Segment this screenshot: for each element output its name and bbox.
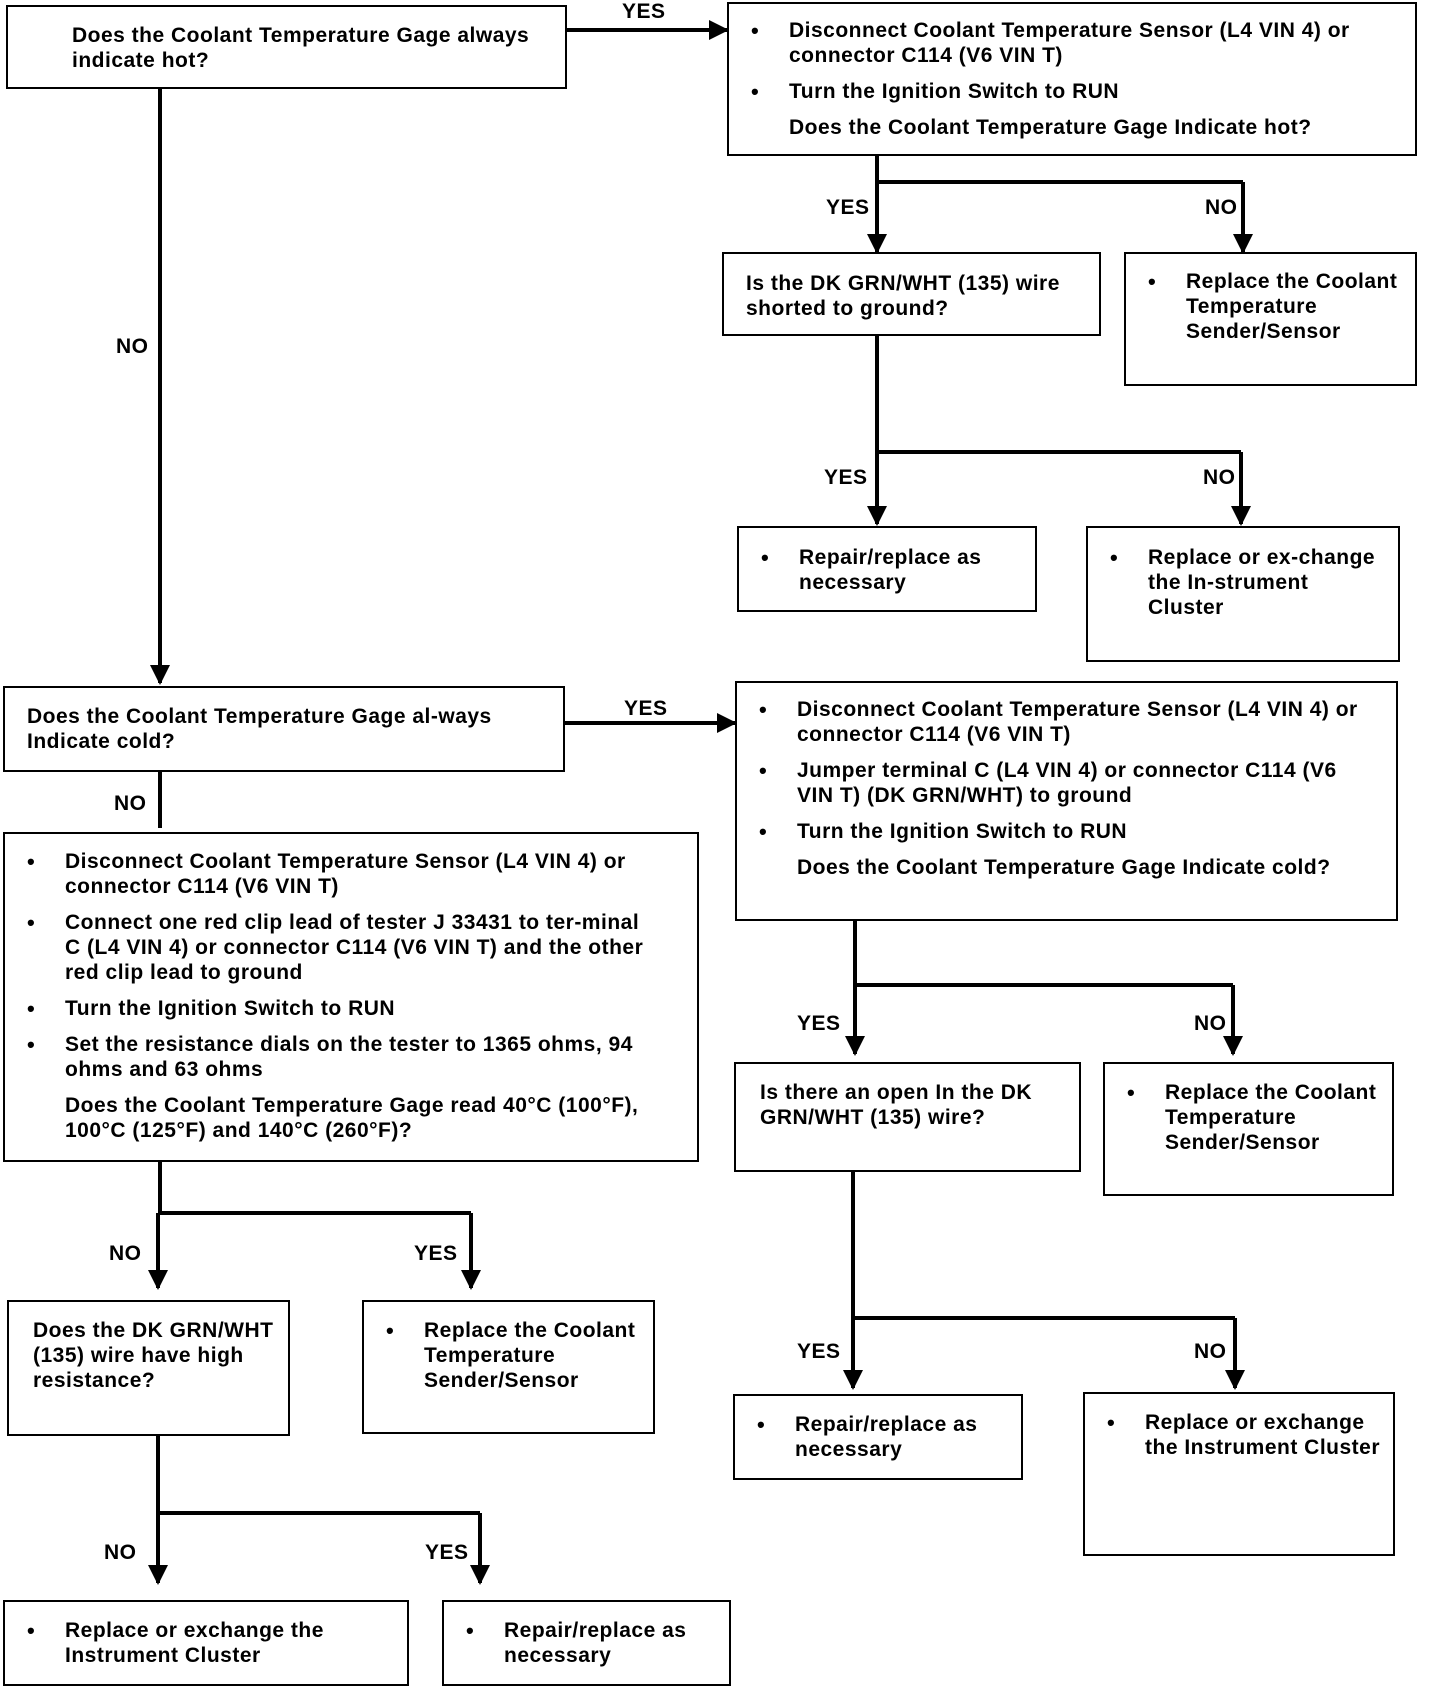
tester-step: Connect one red clip lead of tester J 33…: [5, 910, 661, 985]
action-hot-repair: Repair/replace as necessary: [737, 526, 1037, 612]
cold-step: Disconnect Coolant Temperature Sensor (L…: [737, 697, 1376, 747]
hot-test-steps: Disconnect Coolant Temperature Sensor (L…: [727, 2, 1417, 156]
action-tester-replace-sensor: Replace the Coolant Temperature Sender/S…: [362, 1300, 655, 1434]
branch-hot-steps: [875, 154, 1243, 184]
cold-steps-question: Does the Coolant Temperature Gage Indica…: [797, 856, 1331, 879]
cold-step: Turn the Ignition Switch to RUN: [737, 819, 1376, 844]
label-open-yes: YES: [797, 1340, 841, 1363]
action-hot-replace-cluster: Replace or ex-change the In-strument Clu…: [1086, 526, 1400, 662]
action-text: Replace or exchange the Instrument Clust…: [1085, 1410, 1381, 1460]
action-cold-replace-cluster: Replace or exchange the Instrument Clust…: [1083, 1392, 1395, 1556]
action-bottom-repair: Repair/replace as necessary: [442, 1600, 731, 1686]
label-cold-steps-yes: YES: [797, 1012, 841, 1035]
label-cold-steps-no: NO: [1194, 1012, 1227, 1035]
action-text: Repair/replace as necessary: [444, 1618, 717, 1668]
cold-test-steps: Disconnect Coolant Temperature Sensor (L…: [735, 681, 1398, 921]
hot-steps-question: Does the Coolant Temperature Gage Indica…: [789, 116, 1312, 139]
tester-step: Turn the Ignition Switch to RUN: [5, 996, 661, 1021]
action-bottom-replace-cluster: Replace or exchange the Instrument Clust…: [3, 1600, 409, 1686]
action-text: Repair/replace as necessary: [735, 1412, 1009, 1462]
label-shorted-yes: YES: [824, 466, 868, 489]
question-cold-open: Is there an open In the DK GRN/WHT (135)…: [734, 1062, 1081, 1172]
label-resistance-no: NO: [104, 1541, 137, 1564]
label-tester-no: NO: [109, 1242, 142, 1265]
action-text: Replace the Coolant Temperature Sender/S…: [1105, 1080, 1380, 1155]
action-cold-repair: Repair/replace as necessary: [733, 1394, 1023, 1480]
label-tester-yes: YES: [414, 1242, 458, 1265]
action-text: Replace the Coolant Temperature Sender/S…: [364, 1318, 641, 1393]
action-cold-replace-sensor: Replace the Coolant Temperature Sender/S…: [1103, 1062, 1394, 1196]
label-resistance-yes: YES: [425, 1541, 469, 1564]
tester-steps-list: Disconnect Coolant Temperature Sensor (L…: [5, 849, 661, 1082]
tester-question: Does the Coolant Temperature Gage read 4…: [65, 1094, 639, 1142]
cold-step: Jumper terminal C (L4 VIN 4) or connecto…: [737, 758, 1376, 808]
label-hot-steps-no: NO: [1205, 196, 1238, 219]
tester-test-steps: Disconnect Coolant Temperature Sensor (L…: [3, 832, 699, 1162]
question-always-cold: Does the Coolant Temperature Gage al-way…: [3, 686, 565, 772]
label-shorted-no: NO: [1203, 466, 1236, 489]
branch-cold-steps: [853, 917, 1233, 987]
hot-step: Turn the Ignition Switch to RUN: [729, 79, 1397, 104]
action-text: Replace or ex-change the In-strument Clu…: [1088, 545, 1378, 620]
action-text: Repair/replace as necessary: [739, 545, 1023, 595]
branch-tester: [158, 1157, 471, 1215]
tester-step: Disconnect Coolant Temperature Sensor (L…: [5, 849, 661, 899]
cold-steps-list: Disconnect Coolant Temperature Sensor (L…: [737, 697, 1376, 844]
label-hot-steps-yes: YES: [826, 196, 870, 219]
label-hot-no: NO: [116, 335, 149, 358]
question-always-hot: Does the Coolant Temperature Gage always…: [6, 5, 567, 89]
action-text: Replace or exchange the Instrument Clust…: [5, 1618, 395, 1668]
label-cold-yes: YES: [624, 697, 668, 720]
label-open-no: NO: [1194, 1340, 1227, 1363]
question-high-resistance: Does the DK GRN/WHT (135) wire have high…: [7, 1300, 290, 1436]
action-text: Replace the Coolant Temperature Sender/S…: [1126, 269, 1403, 344]
action-hot-replace-sensor: Replace the Coolant Temperature Sender/S…: [1124, 252, 1417, 386]
hot-steps-list: Disconnect Coolant Temperature Sensor (L…: [729, 18, 1397, 104]
label-cold-no: NO: [114, 792, 147, 815]
label-hot-yes: YES: [622, 0, 666, 23]
question-hot-shorted: Is the DK GRN/WHT (135) wire shorted to …: [722, 252, 1101, 336]
hot-step: Disconnect Coolant Temperature Sensor (L…: [729, 18, 1397, 68]
tester-step: Set the resistance dials on the tester t…: [5, 1032, 661, 1082]
